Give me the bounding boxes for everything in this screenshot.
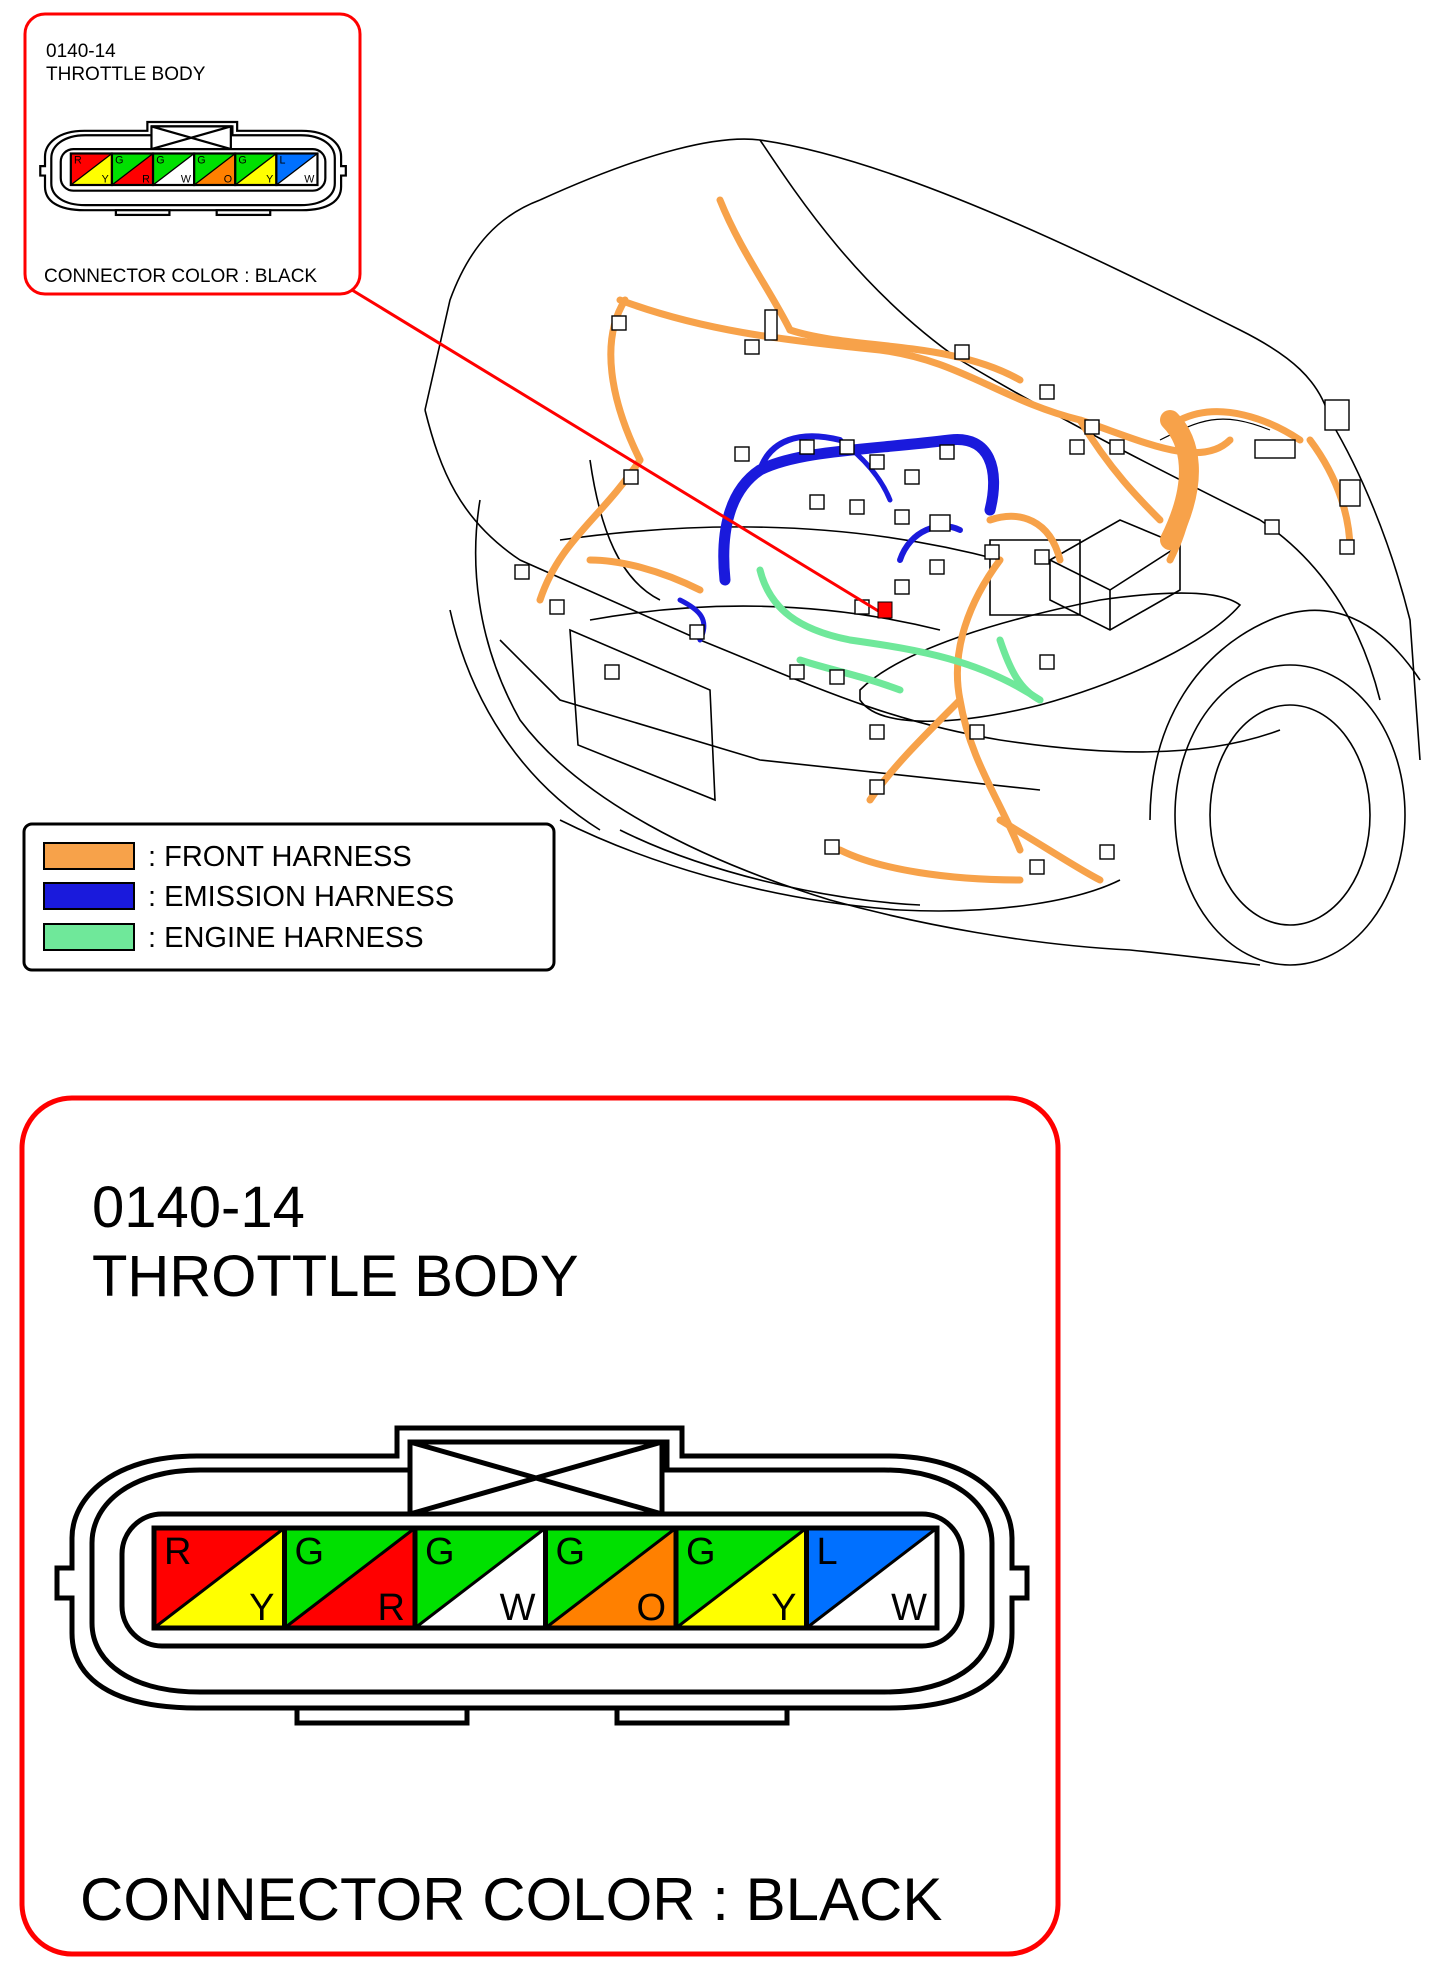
pin-top-letter: R xyxy=(74,155,82,167)
detail-latch-tab xyxy=(614,1705,790,1726)
pin-diagonal xyxy=(414,1526,547,1630)
engine-harness-wiring xyxy=(756,566,1044,704)
inset-pin-6: LW xyxy=(275,152,319,187)
legend-label-front: : FRONT HARNESS xyxy=(148,841,412,873)
front-harness-main-bundle xyxy=(1160,410,1199,550)
detail-housing-inner xyxy=(89,1439,995,1695)
legend-label-emission: : EMISSION HARNESS xyxy=(148,881,454,913)
pin-bottom-letter: W xyxy=(500,1587,536,1629)
pin-bottom-letter: W xyxy=(181,173,192,185)
pin-border xyxy=(804,1525,940,1631)
emission-harness-wiring xyxy=(677,433,1000,643)
legend: : FRONT HARNESS : EMISSION HARNESS : ENG… xyxy=(43,841,454,954)
pin-top-letter: G xyxy=(115,155,123,167)
pin-diagonal xyxy=(193,152,236,186)
leader-line xyxy=(351,288,881,614)
inset-pin-4: GO xyxy=(193,152,237,187)
detail-key-cross xyxy=(409,1439,663,1517)
pin-bottom-letter: W xyxy=(304,173,315,185)
pin-bottom-letter: R xyxy=(142,173,150,185)
pin-top-letter: R xyxy=(164,1531,191,1573)
inset-pin-3: GW xyxy=(151,152,196,187)
harness-connectors xyxy=(514,309,1361,875)
pin-top-letter: G xyxy=(295,1531,325,1573)
inset-code: 0140-14 xyxy=(46,41,116,62)
pin-bottom-letter: R xyxy=(378,1587,405,1629)
detail-title: THROTTLE BODY xyxy=(92,1244,579,1309)
pin-bottom-letter: W xyxy=(891,1587,927,1629)
inset-pin-5: GY xyxy=(234,152,278,187)
detail-pin-5: GY xyxy=(673,1525,809,1631)
emission-harness-swatch xyxy=(43,882,135,910)
inset-connector-color: CONNECTOR COLOR : BLACK xyxy=(44,266,317,287)
pin-diagonal xyxy=(275,152,318,186)
detail-pin-6: LW xyxy=(804,1525,940,1631)
pin-bottom-letter: Y xyxy=(771,1587,796,1629)
pin-top-letter: G xyxy=(156,155,164,167)
detail-code: 0140-14 xyxy=(92,1175,305,1240)
pin-top-letter: G xyxy=(238,155,246,167)
pin-top-letter: L xyxy=(280,155,286,167)
pin-diagonal xyxy=(152,152,195,186)
pin-diagonal xyxy=(111,152,154,186)
detail-pin-1: RY xyxy=(151,1525,287,1631)
inset-latch-tab xyxy=(114,209,171,217)
engine-harness-swatch xyxy=(43,923,135,951)
pin-top-letter: G xyxy=(197,155,205,167)
pin-bottom-letter: Y xyxy=(266,173,273,185)
pin-diagonal xyxy=(283,1526,416,1630)
inset-pin-2: GR xyxy=(110,152,155,187)
detail-pin-4: GO xyxy=(543,1525,679,1631)
detail-latch-tab xyxy=(294,1705,470,1726)
pin-diagonal xyxy=(70,152,113,186)
legend-box xyxy=(22,822,556,972)
inset-latch-tab xyxy=(215,209,272,217)
pin-top-letter: L xyxy=(817,1531,838,1573)
pin-diagonal xyxy=(234,152,277,186)
inset-key-cross xyxy=(151,125,232,151)
pin-top-letter: G xyxy=(686,1531,716,1573)
pin-bottom-letter: Y xyxy=(249,1587,274,1629)
pin-bottom-letter: Y xyxy=(102,173,109,185)
detail-pin-3: GW xyxy=(412,1525,548,1631)
pin-diagonal xyxy=(675,1526,808,1630)
pin-bottom-letter: O xyxy=(636,1587,666,1629)
legend-label-engine: : ENGINE HARNESS xyxy=(148,922,424,954)
pin-border xyxy=(275,152,319,187)
pin-bottom-letter: O xyxy=(224,173,232,185)
detail-pin-2: GR xyxy=(282,1525,418,1631)
pin-top-letter: G xyxy=(556,1531,586,1573)
detail-connector-color: CONNECTOR COLOR : BLACK xyxy=(80,1866,942,1933)
pin-diagonal xyxy=(805,1526,938,1630)
throttle-body-connector-marker xyxy=(877,601,893,619)
inset-title: THROTTLE BODY xyxy=(46,64,206,85)
inset-housing-inner xyxy=(50,125,336,207)
pin-diagonal xyxy=(153,1526,286,1630)
front-harness-wiring xyxy=(536,196,1354,884)
pin-diagonal xyxy=(544,1526,677,1630)
front-harness-swatch xyxy=(43,842,135,870)
pin-top-letter: G xyxy=(425,1531,455,1573)
car-front-drawing xyxy=(424,138,1421,966)
inset-pin-1: RY xyxy=(69,152,114,187)
